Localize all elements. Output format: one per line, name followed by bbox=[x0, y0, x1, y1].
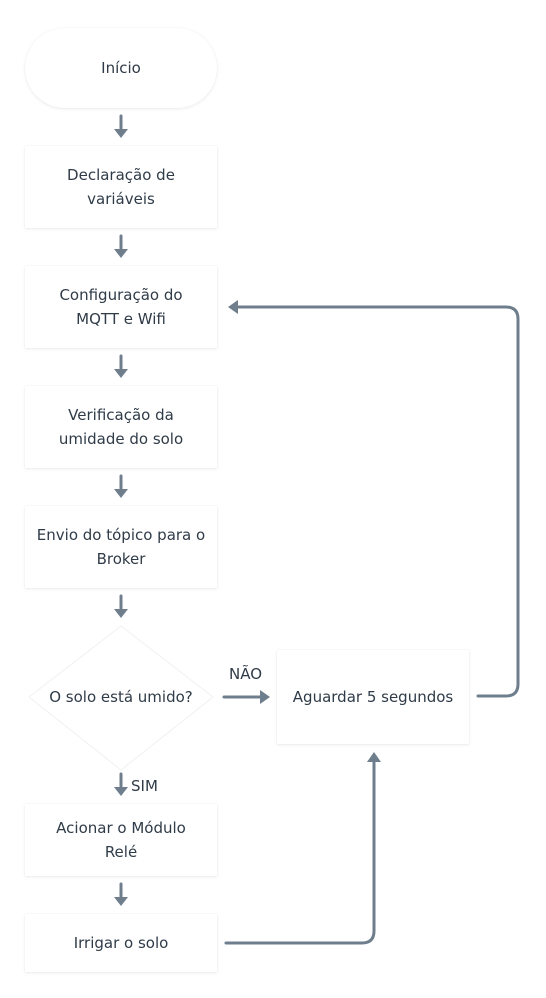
arrow-decision-yes bbox=[114, 772, 128, 796]
irrigate-label: Irrigar o solo bbox=[73, 934, 169, 952]
decision-label: O solo está umido? bbox=[49, 688, 193, 706]
arrow-decision-no bbox=[222, 690, 270, 704]
arrow-wait-loop-to-config bbox=[228, 300, 520, 698]
activate-relay-label: Acionar o Módulo Relé bbox=[56, 819, 186, 861]
check-moisture-label: Verificação da umidade do solo bbox=[58, 406, 184, 448]
arrow-declare-to-config bbox=[114, 234, 128, 258]
yes-branch-label: SIM bbox=[131, 777, 158, 795]
arrow-check-to-send bbox=[114, 474, 128, 498]
arrow-relay-to-irrigate bbox=[114, 882, 128, 906]
send-topic-label: Envio do tópico para o Broker bbox=[36, 526, 206, 568]
wait-node: Aguardar 5 segundos bbox=[277, 650, 469, 744]
config-mqtt-label: Configuração do MQTT e Wifi bbox=[59, 286, 183, 328]
arrow-irrigate-to-wait bbox=[224, 752, 381, 945]
wait-label: Aguardar 5 segundos bbox=[292, 688, 454, 706]
arrow-config-to-check bbox=[114, 354, 128, 378]
declare-variables-label: Declaração de variáveis bbox=[67, 166, 175, 208]
decision-diamond bbox=[28, 625, 214, 771]
activate-relay-node: Acionar o Módulo Relé bbox=[25, 804, 217, 876]
declare-variables-node: Declaração de variáveis bbox=[25, 146, 217, 228]
check-moisture-node: Verificação da umidade do solo bbox=[25, 386, 217, 468]
arrow-send-to-decision bbox=[114, 594, 128, 618]
send-topic-node: Envio do tópico para o Broker bbox=[25, 506, 217, 588]
start-label: Início bbox=[101, 59, 141, 77]
arrow-start-to-declare bbox=[114, 114, 128, 138]
config-mqtt-node: Configuração do MQTT e Wifi bbox=[25, 266, 217, 348]
start-node: Início bbox=[25, 28, 217, 108]
irrigate-node: Irrigar o solo bbox=[25, 914, 217, 972]
no-branch-label: NÃO bbox=[229, 665, 263, 683]
